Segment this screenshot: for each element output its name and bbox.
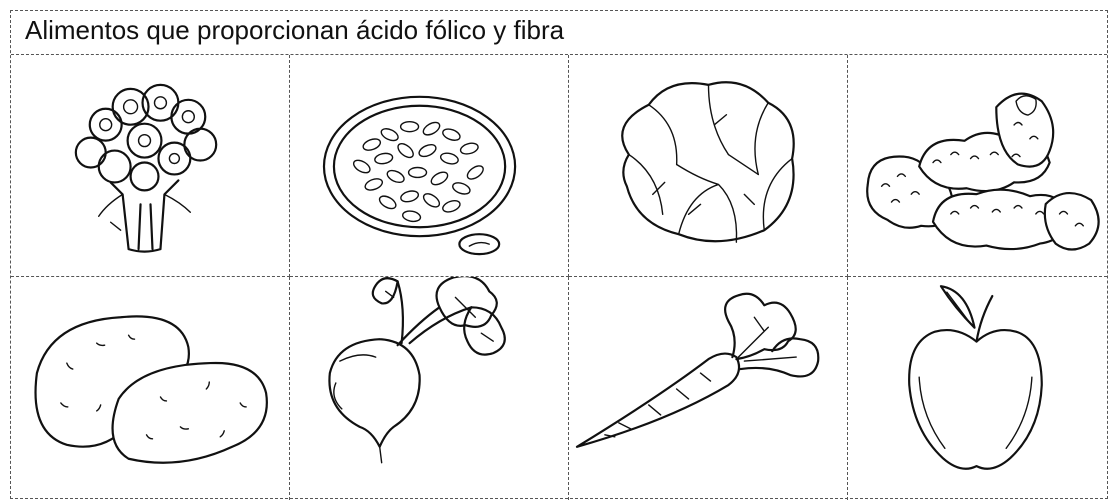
- food-cell-beans: [290, 55, 569, 277]
- food-cell-beet: [290, 277, 569, 500]
- apple-icon: [908, 285, 1043, 470]
- worksheet-table: Alimentos que proporcionan ácido fólico …: [10, 10, 1108, 500]
- food-cell-lettuce: [569, 55, 848, 277]
- title-row: Alimentos que proporcionan ácido fólico …: [11, 11, 1107, 55]
- food-cell-broccoli: [11, 55, 290, 277]
- lettuce-icon: [621, 81, 795, 243]
- food-cell-carrot: [569, 277, 848, 500]
- beet-icon: [328, 277, 506, 464]
- potatoes-icon: [34, 315, 268, 464]
- carrot-icon: [575, 292, 820, 448]
- beans-plate-icon: [322, 95, 517, 256]
- broccoli-icon: [74, 83, 218, 253]
- peanuts-icon: [866, 92, 1100, 251]
- food-cell-potatoes: [11, 277, 290, 500]
- worksheet-title: Alimentos que proporcionan ácido fólico …: [25, 15, 565, 45]
- food-cell-apple: [848, 277, 1107, 500]
- food-grid: [11, 55, 1107, 500]
- food-cell-peanuts: [848, 55, 1107, 277]
